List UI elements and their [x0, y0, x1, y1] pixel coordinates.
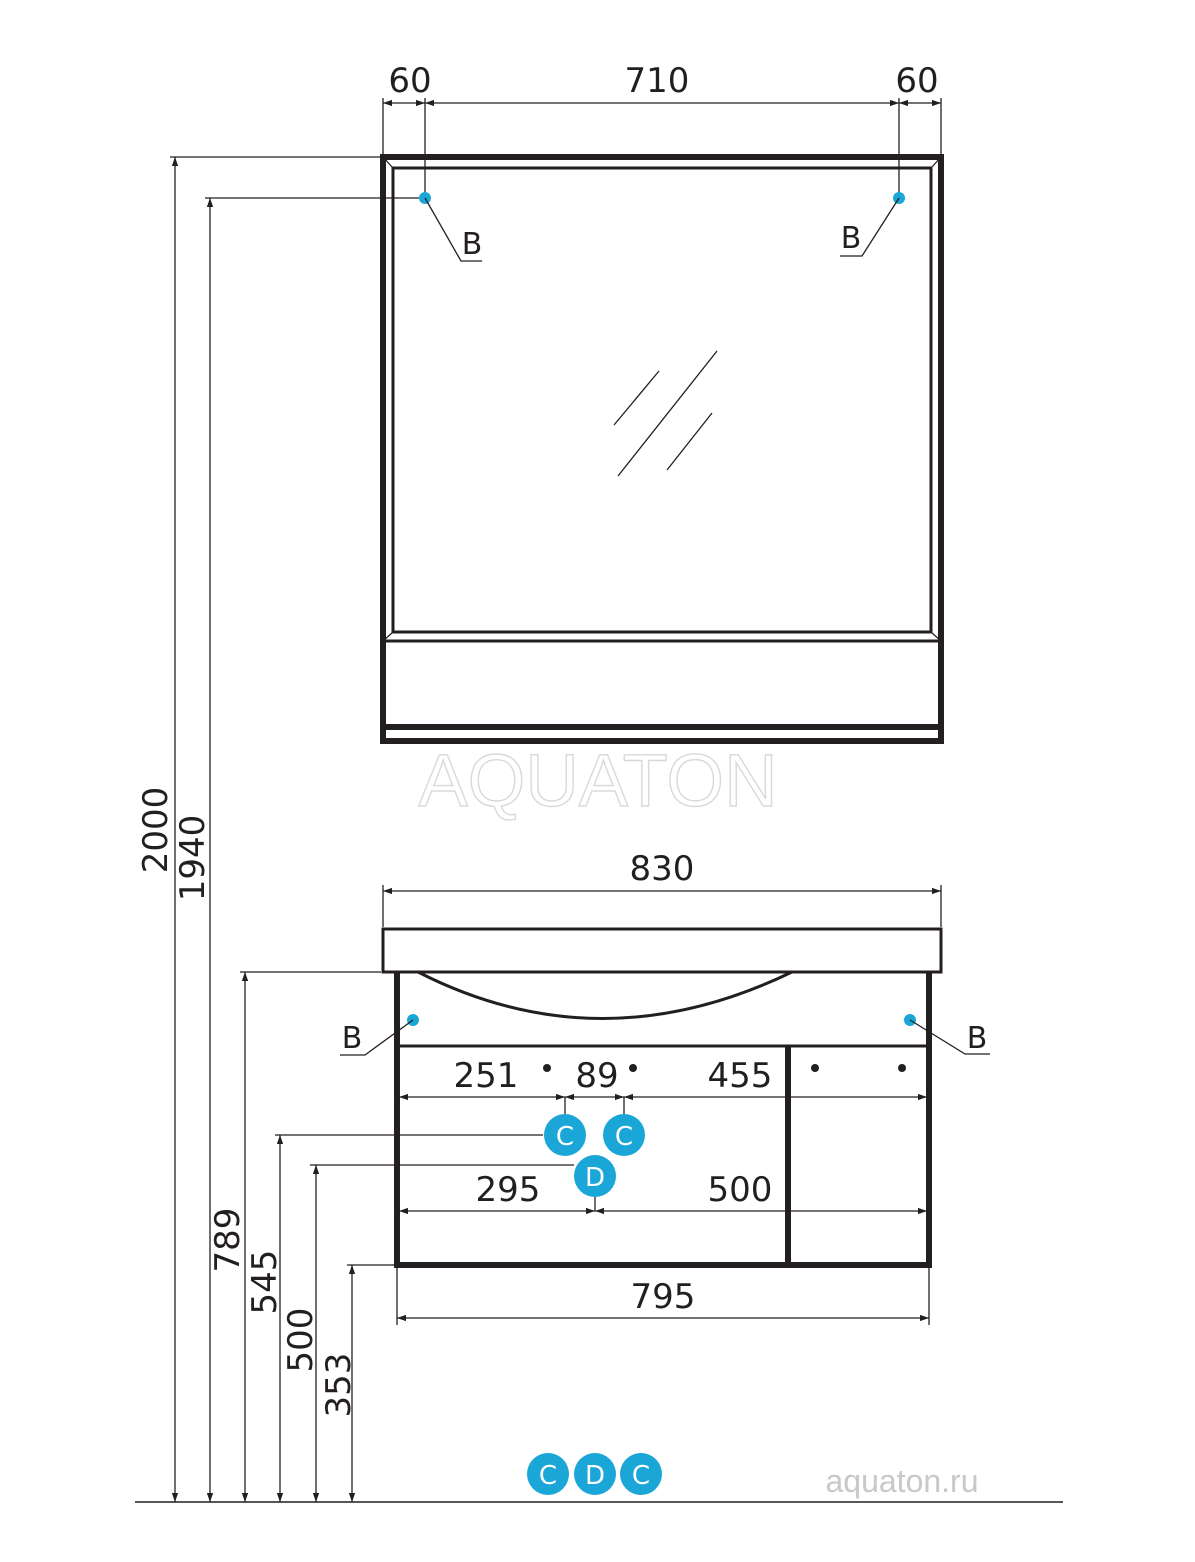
d-pipe-badge-label: D [585, 1163, 605, 1193]
c-pipe-badge-label: C [615, 1122, 633, 1152]
dim-d-right-offset: 500 [708, 1170, 773, 1210]
cabinet-mount-points: B B [340, 1014, 990, 1056]
d-pipe-badge [574, 1155, 616, 1197]
legend-badges: C D C [527, 1453, 662, 1495]
dim-cabinet-overall-width: 830 [630, 849, 695, 889]
dim-height-mirror-mount: 1940 [173, 815, 213, 902]
c-pipe-badge [544, 1114, 586, 1156]
washbasin-bowl-curve [417, 970, 793, 1020]
dim-c-left-offset: 251 [454, 1056, 519, 1096]
watermark-logo: AQUATON [418, 739, 777, 822]
dim-height-mirror-top: 2000 [136, 787, 176, 874]
cabinet-width-dimensions: 830 795 [382, 849, 942, 1325]
mirror-width-dimensions: 60 710 60 [382, 61, 942, 198]
dim-height-cabinet-bottom: 353 [319, 1353, 359, 1418]
legend-c-badge [527, 1453, 569, 1495]
dim-height-pipe-c: 545 [245, 1250, 285, 1315]
vanity-cabinet [381, 927, 943, 1268]
cabinet-mount-label-right: B [967, 1021, 988, 1056]
handle-icon [543, 1064, 551, 1072]
dim-mirror-left-margin: 60 [388, 61, 431, 101]
c-pipe-badge [603, 1114, 645, 1156]
mirror [380, 154, 944, 744]
handle-icon [898, 1064, 906, 1072]
d-pipe-dimensions: 295 500 [399, 1170, 927, 1215]
dim-mirror-right-margin: 60 [895, 61, 938, 101]
cabinet-mount-label-left: B [342, 1021, 363, 1056]
mirror-mount-label-left: B [462, 227, 483, 262]
c-pipe-badge-label: C [556, 1122, 574, 1152]
pipe-badges: C C D [544, 1114, 645, 1197]
legend-c-badge-label: C [539, 1461, 557, 1491]
height-dimensions: 2000 1940 789 545 500 353 [135, 156, 1063, 1503]
dim-height-cabinet-top: 789 [208, 1208, 248, 1273]
dim-d-left-offset: 295 [476, 1170, 541, 1210]
legend-d-badge-label: D [585, 1461, 605, 1491]
dim-c-right-offset: 455 [708, 1056, 773, 1096]
legend-c-badge [620, 1453, 662, 1495]
mirror-glass-inner [391, 166, 933, 634]
dim-height-pipe-d: 500 [281, 1308, 321, 1373]
handle-icon [629, 1064, 637, 1072]
mirror-outer-frame [380, 154, 944, 744]
dim-c-spacing: 89 [575, 1056, 618, 1096]
website-link[interactable]: aquaton.ru [825, 1463, 978, 1499]
handle-icon [811, 1064, 819, 1072]
c-pipe-dimensions: 251 89 455 [399, 1056, 927, 1135]
dim-cabinet-body-width: 795 [631, 1277, 696, 1317]
mirror-mount-points: B B [419, 192, 905, 262]
legend-c-badge-label: C [632, 1461, 650, 1491]
washbasin-top [381, 927, 943, 974]
legend-d-badge [574, 1453, 616, 1495]
dim-mirror-inner-width: 710 [625, 61, 690, 101]
cabinet-drawer-front [395, 1044, 931, 1267]
mirror-reflection-icon [613, 350, 718, 477]
mirror-mount-label-right: B [841, 221, 862, 256]
